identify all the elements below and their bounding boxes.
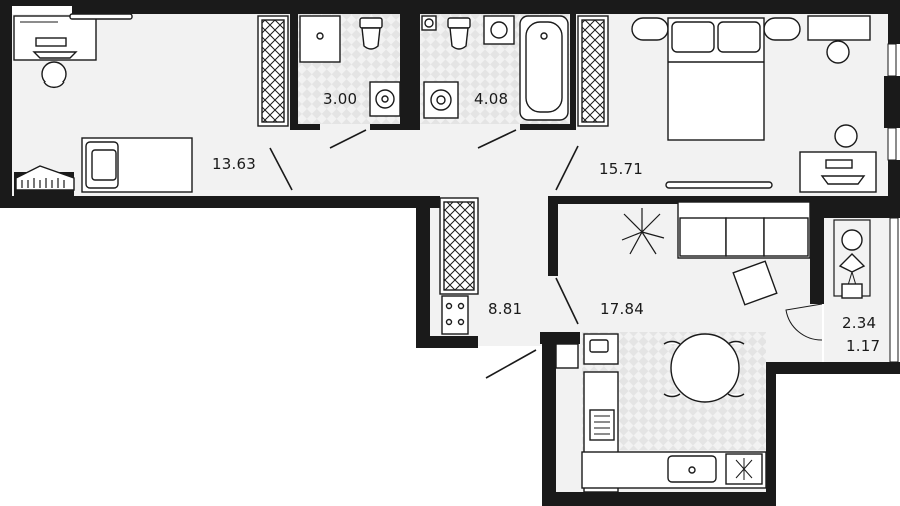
area-label-bathroom: 4.08 [474,90,509,108]
living-kitchen-furniture [555,201,871,493]
toilet-room-furniture [299,15,401,117]
plant-icon [621,208,665,255]
area-label-hallway: 8.81 [488,300,523,318]
area-label-bedroom-left: 13.63 [212,155,256,173]
area-label-bedroom-right: 15.71 [599,160,643,178]
area-label-toilet: 3.00 [323,90,358,108]
doors [269,129,823,379]
area-label-balcony: 2.34 [842,314,877,332]
bathroom-furniture [421,15,569,121]
area-label-balcony-reduced: 1.17 [846,337,881,355]
floor-corridor [290,124,576,196]
hallway-furniture [439,197,479,335]
area-label-living-kitchen: 17.84 [600,300,644,318]
bedroom-left-furniture [13,13,289,193]
windows [0,5,899,363]
bedroom-right-furniture [577,15,877,193]
